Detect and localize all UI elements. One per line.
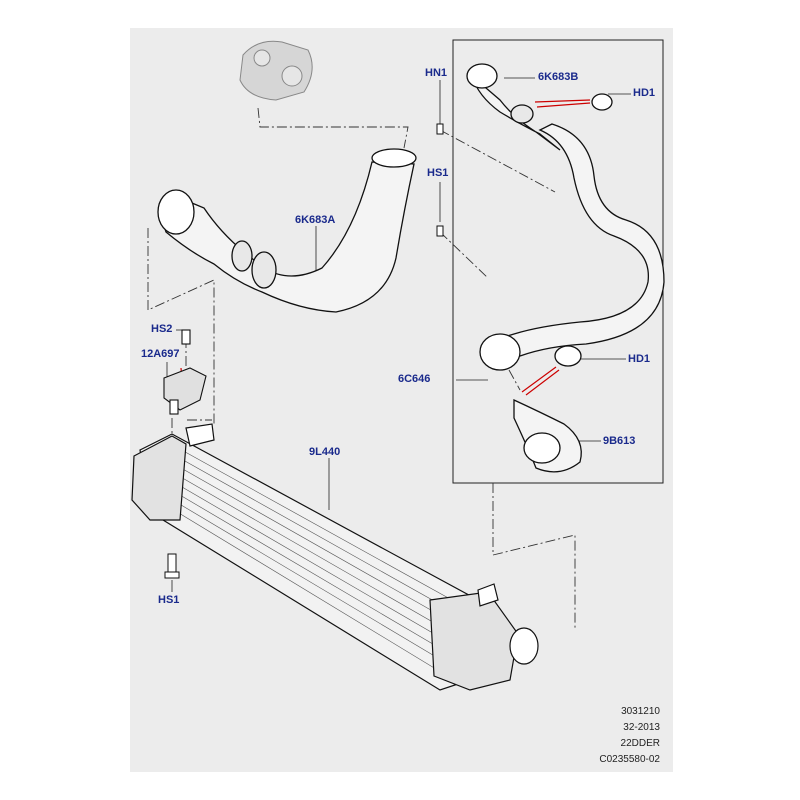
callout-hs2: HS2 [151, 323, 173, 335]
fastener-shapes [436, 123, 444, 237]
reference-line-2: 32-2013 [623, 722, 660, 733]
callout-hd1-top: HD1 [633, 87, 656, 99]
callout-6c646: 6C646 [398, 373, 431, 385]
callout-6k683a: 6K683A [295, 214, 336, 226]
reference-line-3: 22DDER [620, 738, 660, 749]
callout-9b613: 9B613 [603, 435, 636, 447]
reference-line-1: 3031210 [621, 706, 660, 717]
callout-6k683b: 6K683B [538, 71, 579, 83]
callout-hd1-mid: HD1 [628, 353, 651, 365]
bolt-hs1-shape [164, 553, 180, 579]
turbo-housing-shape [239, 40, 313, 101]
callout-hn1: HN1 [425, 67, 448, 79]
callout-9l440: 9L440 [309, 446, 341, 458]
pipe-6c646-shape [479, 123, 665, 371]
reference-line-4: C0235580-02 [599, 754, 660, 765]
callout-hs1-top: HS1 [427, 167, 449, 179]
sensor-12a697-shape [163, 329, 207, 415]
intercooler-9l440-shape [131, 423, 539, 691]
hose-6k683a-shape [157, 148, 417, 313]
callout-hs1-bottom: HS1 [158, 594, 180, 606]
hose-9b613-shape [513, 398, 582, 473]
callout-12a697: 12A697 [141, 348, 180, 360]
hose-6k683b-shape [466, 63, 613, 151]
subassembly-box [452, 39, 664, 484]
